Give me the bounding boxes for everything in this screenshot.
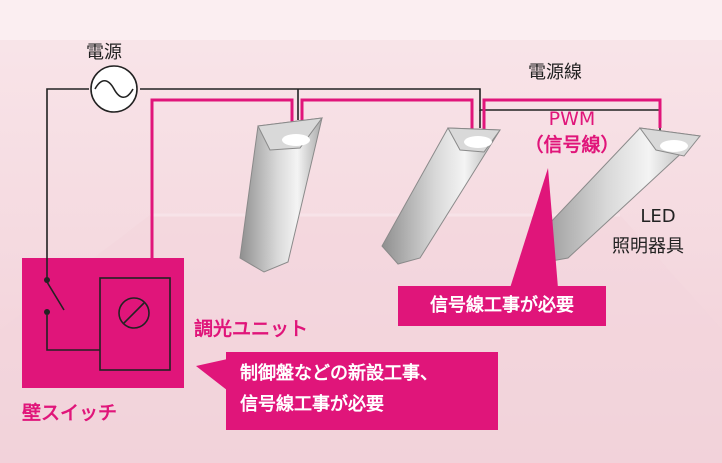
power-wire-left (46, 88, 89, 265)
ac-wave-icon (94, 79, 134, 99)
led-fixture-2 (381, 127, 501, 265)
switch-contact-top (44, 277, 50, 283)
switch-lever-icon (46, 281, 65, 311)
signal-wire-1 (150, 98, 294, 258)
panel-callout-line1: 制御盤などの新設工事、 (240, 363, 438, 384)
dimmer-dial-indicator (123, 302, 145, 324)
dimmer-dial-icon (118, 297, 150, 329)
signal-wire-2 (300, 98, 474, 135)
panel-callout-pointer (196, 358, 232, 394)
power-line-label: 電源線 (528, 62, 582, 83)
led-label-line2: 照明器具 (612, 236, 684, 257)
signal-wiring-callout: 信号線工事が必要 (398, 286, 606, 326)
pwm-label-line2: （信号線） (524, 134, 620, 156)
led-fixture-3 (529, 127, 702, 263)
ceiling-band (0, 0, 722, 40)
signal-wire-3 (482, 98, 662, 130)
switch-wire-bottom (46, 315, 100, 351)
dimmer-unit-label: 調光ユニット (194, 318, 309, 340)
panel-callout-line2: 信号線工事が必要 (240, 394, 384, 415)
switch-contact-bottom (44, 309, 50, 315)
panel-callout: 制御盤などの新設工事、 信号線工事が必要 (226, 352, 498, 430)
power-source-label: 電源 (86, 42, 122, 63)
led-fixture-1 (239, 117, 324, 273)
dimmer-unit-panel (99, 277, 171, 371)
led-label-line1: LED (640, 206, 676, 227)
wall-switch-label: 壁スイッチ (22, 402, 118, 424)
pwm-label-line1: PWM (548, 108, 596, 130)
signal-wiring-callout-text: 信号線工事が必要 (430, 295, 574, 316)
signal-callout-pointer (510, 168, 558, 288)
